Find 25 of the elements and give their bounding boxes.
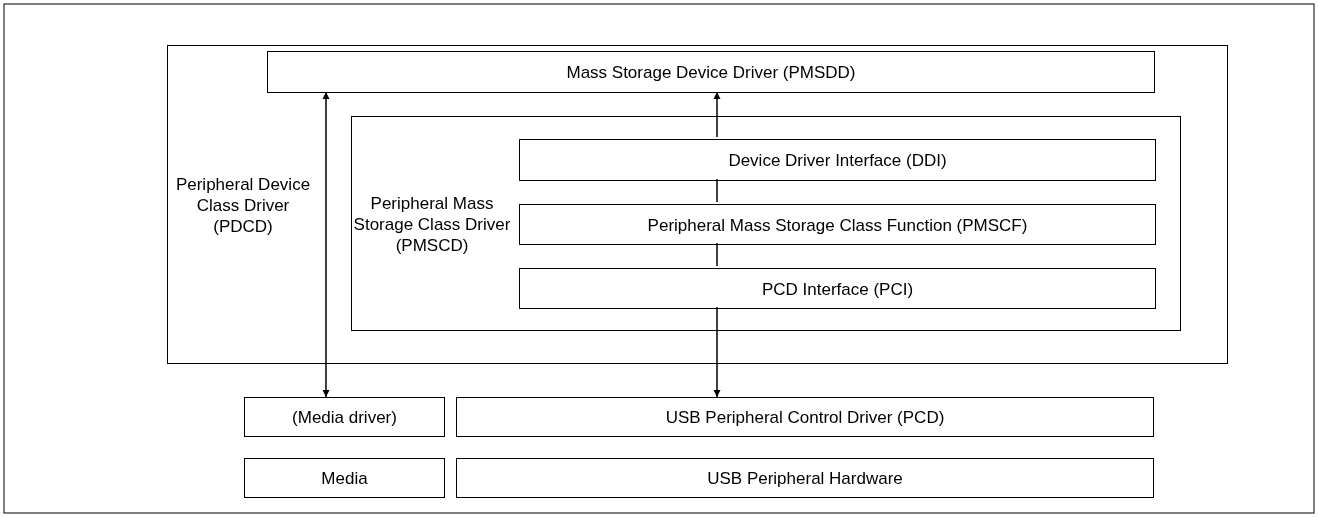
layer-box (244, 458, 445, 498)
group-box (351, 116, 1181, 331)
box-label: Mass Storage Device Driver (PMSDD) (565, 61, 857, 83)
box-label: USB Peripheral Hardware (706, 467, 904, 489)
layer-box (456, 397, 1154, 437)
layer-box (456, 458, 1154, 498)
box-label: Device Driver Interface (DDI) (727, 149, 948, 171)
box-label: Peripheral Mass Storage Class Driver (PMSCD) (352, 192, 512, 255)
group-box (167, 45, 1228, 364)
box-label: Peripheral Device Class Driver (PDCD) (174, 173, 312, 236)
box-label: Peripheral Mass Storage Class Function (PMSCF) (646, 214, 1029, 235)
box-label: USB Peripheral Control Driver (PCD) (664, 406, 946, 428)
box-label: (Media driver) (291, 406, 398, 428)
layer-box (519, 268, 1156, 309)
connector-line (716, 178, 718, 203)
box-label: PCD Interface (PCI) (760, 278, 915, 299)
layer-box (244, 397, 445, 437)
connector-line (716, 242, 718, 267)
arrow (713, 91, 721, 138)
box-label: Media (320, 467, 369, 489)
arrow (713, 306, 721, 398)
layer-box (267, 51, 1155, 93)
layer-box (519, 204, 1156, 245)
arrow (322, 91, 330, 398)
layer-box (519, 139, 1156, 181)
